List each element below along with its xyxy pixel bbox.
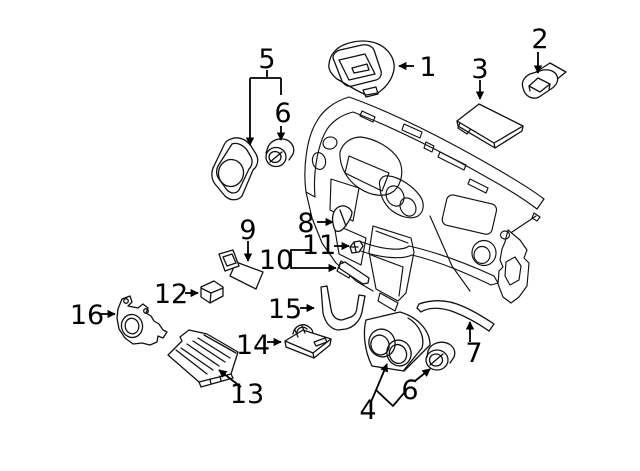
- part-9-drawing: [218, 249, 264, 290]
- callout-6-lower[interactable]: 6: [401, 375, 418, 406]
- leader-4: [370, 363, 388, 403]
- callout-4[interactable]: 4: [359, 395, 376, 426]
- callout-6-upper[interactable]: 6: [274, 98, 291, 129]
- callout-5[interactable]: 5: [258, 44, 275, 75]
- callout-13[interactable]: 13: [230, 379, 264, 410]
- part-11-drawing: [349, 240, 364, 254]
- part-7-drawing: [416, 300, 495, 332]
- part-2-drawing: [521, 62, 567, 99]
- part-10-drawing: [338, 261, 370, 285]
- callout-12[interactable]: 12: [154, 279, 188, 310]
- part-12-drawing: [200, 280, 224, 304]
- callout-11[interactable]: 11: [302, 230, 336, 261]
- callout-10[interactable]: 10: [259, 245, 293, 276]
- leader-4-6-connector: [375, 389, 405, 408]
- callout-8[interactable]: 8: [297, 208, 314, 239]
- part-6-upper-drawing: [265, 138, 295, 168]
- callout-16[interactable]: 16: [70, 300, 104, 331]
- callout-1[interactable]: 1: [419, 52, 436, 83]
- part-4-drawing: [363, 311, 431, 372]
- callout-9[interactable]: 9: [239, 215, 256, 246]
- callout-7[interactable]: 7: [465, 338, 482, 369]
- leader-6-lower: [414, 368, 431, 382]
- callout-15[interactable]: 15: [268, 294, 302, 325]
- part-14-drawing: [284, 324, 332, 359]
- part-1-drawing: [328, 40, 395, 98]
- part-6-lower-drawing: [425, 341, 456, 371]
- leader-10-bracket: [290, 249, 337, 273]
- callout-14[interactable]: 14: [236, 330, 270, 361]
- leader-13: [218, 369, 242, 388]
- callout-3[interactable]: 3: [471, 54, 488, 85]
- leader-5-bracket: [250, 70, 282, 95]
- part-5-drawing: [211, 137, 259, 201]
- part-3-drawing: [456, 103, 524, 149]
- part-13-drawing: [167, 329, 239, 388]
- instrument-panel-assembly-drawing: [304, 96, 545, 312]
- part-16-drawing: [116, 295, 168, 346]
- part-8-drawing: [331, 205, 353, 233]
- part-15-drawing: [320, 285, 366, 331]
- callout-2[interactable]: 2: [531, 24, 548, 55]
